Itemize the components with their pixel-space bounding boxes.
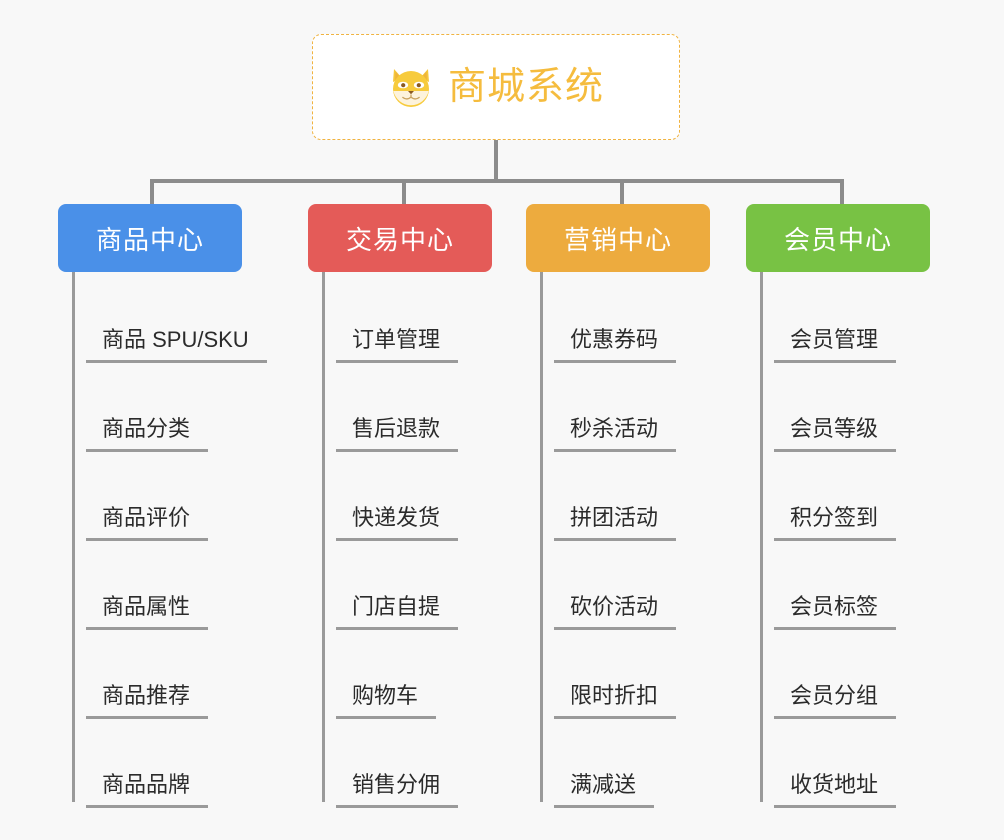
leaf-label: 快递发货 — [336, 505, 459, 541]
category-header-label: 商品中心 — [95, 224, 204, 255]
category-column-product: 商品中心 商品 SPU/SKU 商品分类 商品评价 商品属性 商品推荐 商品品牌 — [58, 204, 267, 808]
leaf-label: 满减送 — [554, 772, 655, 808]
root-node-shop-system[interactable]: 商城系统 — [312, 34, 680, 140]
connector-drop-1 — [150, 179, 154, 206]
leaf-label: 会员标签 — [774, 594, 897, 630]
leaf-label: 限时折扣 — [554, 683, 677, 719]
leaf-label: 商品 SPU/SKU — [86, 327, 267, 363]
list-item[interactable]: 优惠券码 — [526, 272, 710, 363]
connector-drop-4 — [840, 179, 844, 206]
category-header-trade[interactable]: 交易中心 — [308, 204, 492, 272]
category-column-marketing: 营销中心 优惠券码 秒杀活动 拼团活动 砍价活动 限时折扣 满减送 — [526, 204, 710, 808]
list-item[interactable]: 快递发货 — [308, 452, 492, 541]
leaf-label: 砍价活动 — [554, 594, 677, 630]
leaf-label: 会员管理 — [774, 327, 897, 363]
list-item[interactable]: 商品评价 — [58, 452, 242, 541]
category-header-product[interactable]: 商品中心 — [58, 204, 242, 272]
list-item[interactable]: 会员分组 — [746, 630, 930, 719]
category-header-member[interactable]: 会员中心 — [746, 204, 930, 272]
list-item[interactable]: 积分签到 — [746, 452, 930, 541]
list-item[interactable]: 满减送 — [526, 719, 710, 808]
shiba-dog-face-icon — [392, 69, 429, 107]
list-item[interactable]: 商品 SPU/SKU — [58, 272, 267, 363]
list-item[interactable]: 门店自提 — [308, 541, 492, 630]
category-column-member: 会员中心 会员管理 会员等级 积分签到 会员标签 会员分组 收货地址 — [746, 204, 930, 808]
leaf-label: 秒杀活动 — [554, 416, 677, 452]
leaf-label: 购物车 — [336, 683, 437, 719]
list-item[interactable]: 秒杀活动 — [526, 363, 710, 452]
leaf-label: 优惠券码 — [554, 327, 677, 363]
leaf-label: 售后退款 — [336, 416, 459, 452]
list-item[interactable]: 销售分佣 — [308, 719, 492, 808]
leaf-label: 会员等级 — [774, 416, 897, 452]
leaf-label: 商品分类 — [86, 416, 209, 452]
category-header-label: 营销中心 — [563, 224, 672, 255]
list-item[interactable]: 商品推荐 — [58, 630, 242, 719]
leaf-label: 收货地址 — [774, 772, 897, 808]
category-header-label: 会员中心 — [783, 224, 892, 255]
spine-line — [540, 272, 543, 802]
leaf-list-trade: 订单管理 售后退款 快递发货 门店自提 购物车 销售分佣 — [308, 272, 492, 808]
list-item[interactable]: 商品属性 — [58, 541, 242, 630]
list-item[interactable]: 会员等级 — [746, 363, 930, 452]
list-item[interactable]: 拼团活动 — [526, 452, 710, 541]
spine-line — [72, 272, 75, 802]
leaf-label: 商品推荐 — [86, 683, 209, 719]
leaf-label: 商品属性 — [86, 594, 209, 630]
list-item[interactable]: 会员管理 — [746, 272, 930, 363]
category-header-label: 交易中心 — [345, 224, 454, 255]
leaf-label: 订单管理 — [336, 327, 459, 363]
leaf-label: 门店自提 — [336, 594, 459, 630]
connector-drop-3 — [620, 179, 624, 206]
list-item[interactable]: 收货地址 — [746, 719, 930, 808]
spine-line — [760, 272, 763, 802]
category-header-marketing[interactable]: 营销中心 — [526, 204, 710, 272]
leaf-list-marketing: 优惠券码 秒杀活动 拼团活动 砍价活动 限时折扣 满减送 — [526, 272, 710, 808]
leaf-label: 商品品牌 — [86, 772, 209, 808]
leaf-label: 积分签到 — [774, 505, 897, 541]
category-column-trade: 交易中心 订单管理 售后退款 快递发货 门店自提 购物车 销售分佣 — [308, 204, 492, 808]
connector-horizontal-bus — [150, 179, 844, 183]
list-item[interactable]: 售后退款 — [308, 363, 492, 452]
leaf-label: 拼团活动 — [554, 505, 677, 541]
list-item[interactable]: 砍价活动 — [526, 541, 710, 630]
leaf-label: 会员分组 — [774, 683, 897, 719]
spine-line — [322, 272, 325, 802]
root-node-title: 商城系统 — [447, 66, 604, 108]
leaf-list-member: 会员管理 会员等级 积分签到 会员标签 会员分组 收货地址 — [746, 272, 930, 808]
leaf-label: 销售分佣 — [336, 772, 459, 808]
leaf-label: 商品评价 — [86, 505, 209, 541]
list-item[interactable]: 购物车 — [308, 630, 492, 719]
connector-root-stem — [494, 140, 498, 182]
list-item[interactable]: 订单管理 — [308, 272, 492, 363]
list-item[interactable]: 会员标签 — [746, 541, 930, 630]
list-item[interactable]: 限时折扣 — [526, 630, 710, 719]
connector-drop-2 — [402, 179, 406, 206]
list-item[interactable]: 商品品牌 — [58, 719, 242, 808]
leaf-list-product: 商品 SPU/SKU 商品分类 商品评价 商品属性 商品推荐 商品品牌 — [58, 272, 267, 808]
list-item[interactable]: 商品分类 — [58, 363, 242, 452]
